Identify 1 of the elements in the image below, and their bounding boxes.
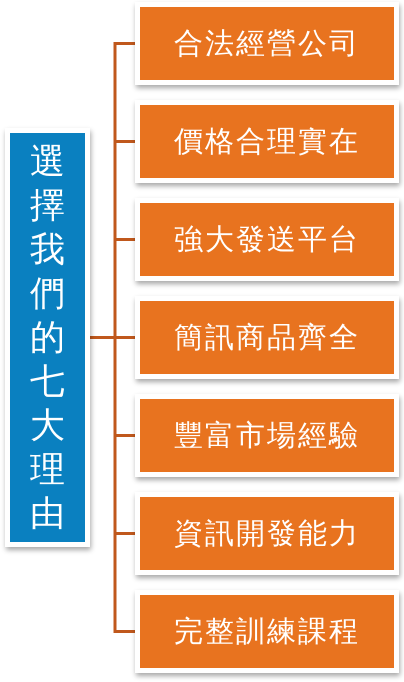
connector-line bbox=[90, 336, 135, 633]
